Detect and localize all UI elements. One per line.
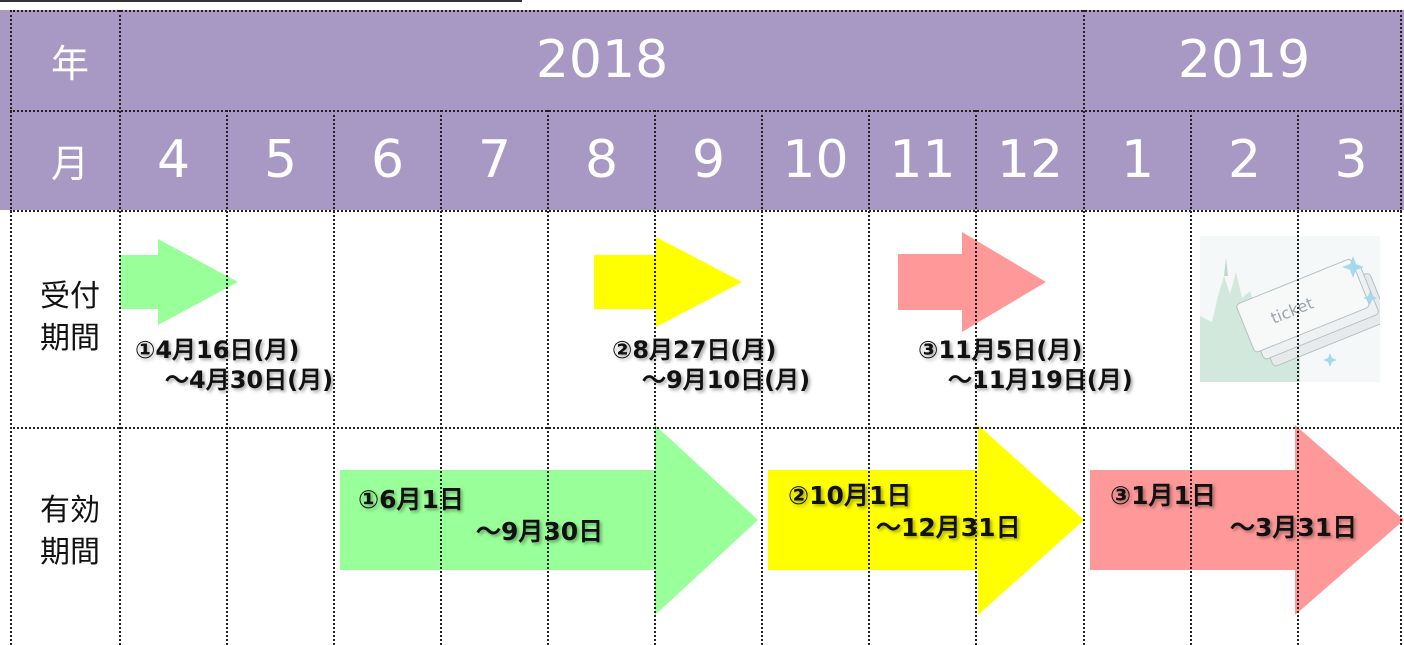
year-row-label: 年 — [50, 41, 89, 86]
validity-arrow-2 — [768, 425, 1086, 615]
reception-period-2: ②8月27日(月) ～9月10日(月) — [612, 335, 810, 395]
grid-line — [10, 427, 1402, 429]
grid-line — [547, 110, 549, 645]
month-cell: 1 — [1120, 130, 1155, 190]
reception-period-1-end: ～4月30日(月) — [165, 366, 334, 394]
grid-line — [761, 110, 763, 645]
validity-label-line2: 期間 — [40, 535, 100, 570]
arrow-shape — [340, 425, 758, 615]
reception-period-3-end: ～11月19日(月) — [948, 366, 1133, 394]
month-cell: 2 — [1227, 130, 1262, 190]
month-cell: 10 — [782, 130, 849, 190]
reception-period-2-end: ～9月10日(月) — [642, 366, 811, 394]
grid-line — [975, 110, 977, 645]
grid-line — [1083, 10, 1085, 645]
validity-period-3-end: ～3月31日 — [1230, 513, 1358, 542]
month-cell: 5 — [263, 130, 298, 190]
reception-arrow-1 — [118, 237, 240, 327]
month-cell: 12 — [996, 130, 1064, 190]
arrow-shape — [120, 239, 238, 325]
month-cell: 6 — [370, 130, 405, 190]
validity-period-2: ②10月1日 ～12月31日 — [788, 480, 1021, 544]
grid-line — [10, 210, 1402, 212]
reception-arrow-2 — [594, 237, 744, 327]
month-cell: 11 — [889, 130, 956, 190]
month-cell: 8 — [584, 130, 619, 190]
reception-arrow-3 — [898, 232, 1048, 332]
arrow-shape — [594, 237, 742, 327]
grid-line — [10, 10, 12, 645]
month-cell: 9 — [691, 130, 726, 190]
validity-period-1-start: ①6月1日 — [358, 485, 464, 514]
validity-arrow-1 — [340, 425, 760, 615]
grid-line — [868, 110, 870, 645]
arrow-shape — [1090, 425, 1404, 615]
validity-period-1-end: ～9月30日 — [476, 517, 604, 546]
reception-period-3-start: ③11月5日(月) — [918, 336, 1083, 364]
ticket-illustration: ticket — [1200, 236, 1389, 382]
year-2019-cell: 2019 — [1177, 30, 1311, 90]
validity-period-label: 有効 期間 — [20, 490, 120, 574]
reception-label-line1: 受付 — [40, 279, 100, 314]
grid-line — [10, 10, 1402, 12]
month-row-label: 月 — [50, 141, 89, 186]
year-2018-cell: 2018 — [535, 30, 669, 90]
grid-line — [119, 10, 121, 645]
year-header-band — [0, 10, 1404, 110]
validity-period-2-end: ～12月31日 — [876, 513, 1021, 542]
validity-arrow-3 — [1090, 425, 1404, 615]
reception-period-2-start: ②8月27日(月) — [612, 336, 777, 364]
reception-period-label: 受付 期間 — [20, 276, 120, 360]
grid-line — [440, 110, 442, 645]
reception-period-1: ①4月16日(月) ～4月30日(月) — [135, 335, 333, 395]
validity-label-line1: 有効 — [40, 493, 100, 528]
reception-label-line2: 期間 — [40, 321, 100, 356]
grid-line — [1400, 10, 1402, 645]
grid-line — [226, 110, 228, 645]
top-border-line — [0, 0, 522, 2]
grid-line — [1297, 110, 1299, 645]
validity-period-3-start: ③1月1日 — [1110, 481, 1216, 510]
grid-line — [654, 110, 656, 645]
month-cell: 7 — [477, 130, 512, 190]
arrow-shape — [768, 425, 1084, 615]
month-header-band — [0, 110, 1404, 210]
grid-line — [333, 110, 335, 645]
reception-period-3: ③11月5日(月) ～11月19日(月) — [918, 335, 1133, 395]
reception-period-1-start: ①4月16日(月) — [135, 336, 300, 364]
month-cell: 3 — [1334, 130, 1368, 190]
month-cell: 4 — [156, 130, 191, 190]
validity-period-3: ③1月1日 ～3月31日 — [1110, 480, 1357, 544]
arrow-shape — [898, 232, 1046, 332]
validity-period-1: ①6月1日 ～9月30日 — [358, 484, 603, 548]
validity-period-2-start: ②10月1日 — [788, 481, 912, 510]
grid-line — [1190, 110, 1192, 645]
grid-line — [10, 110, 1402, 112]
